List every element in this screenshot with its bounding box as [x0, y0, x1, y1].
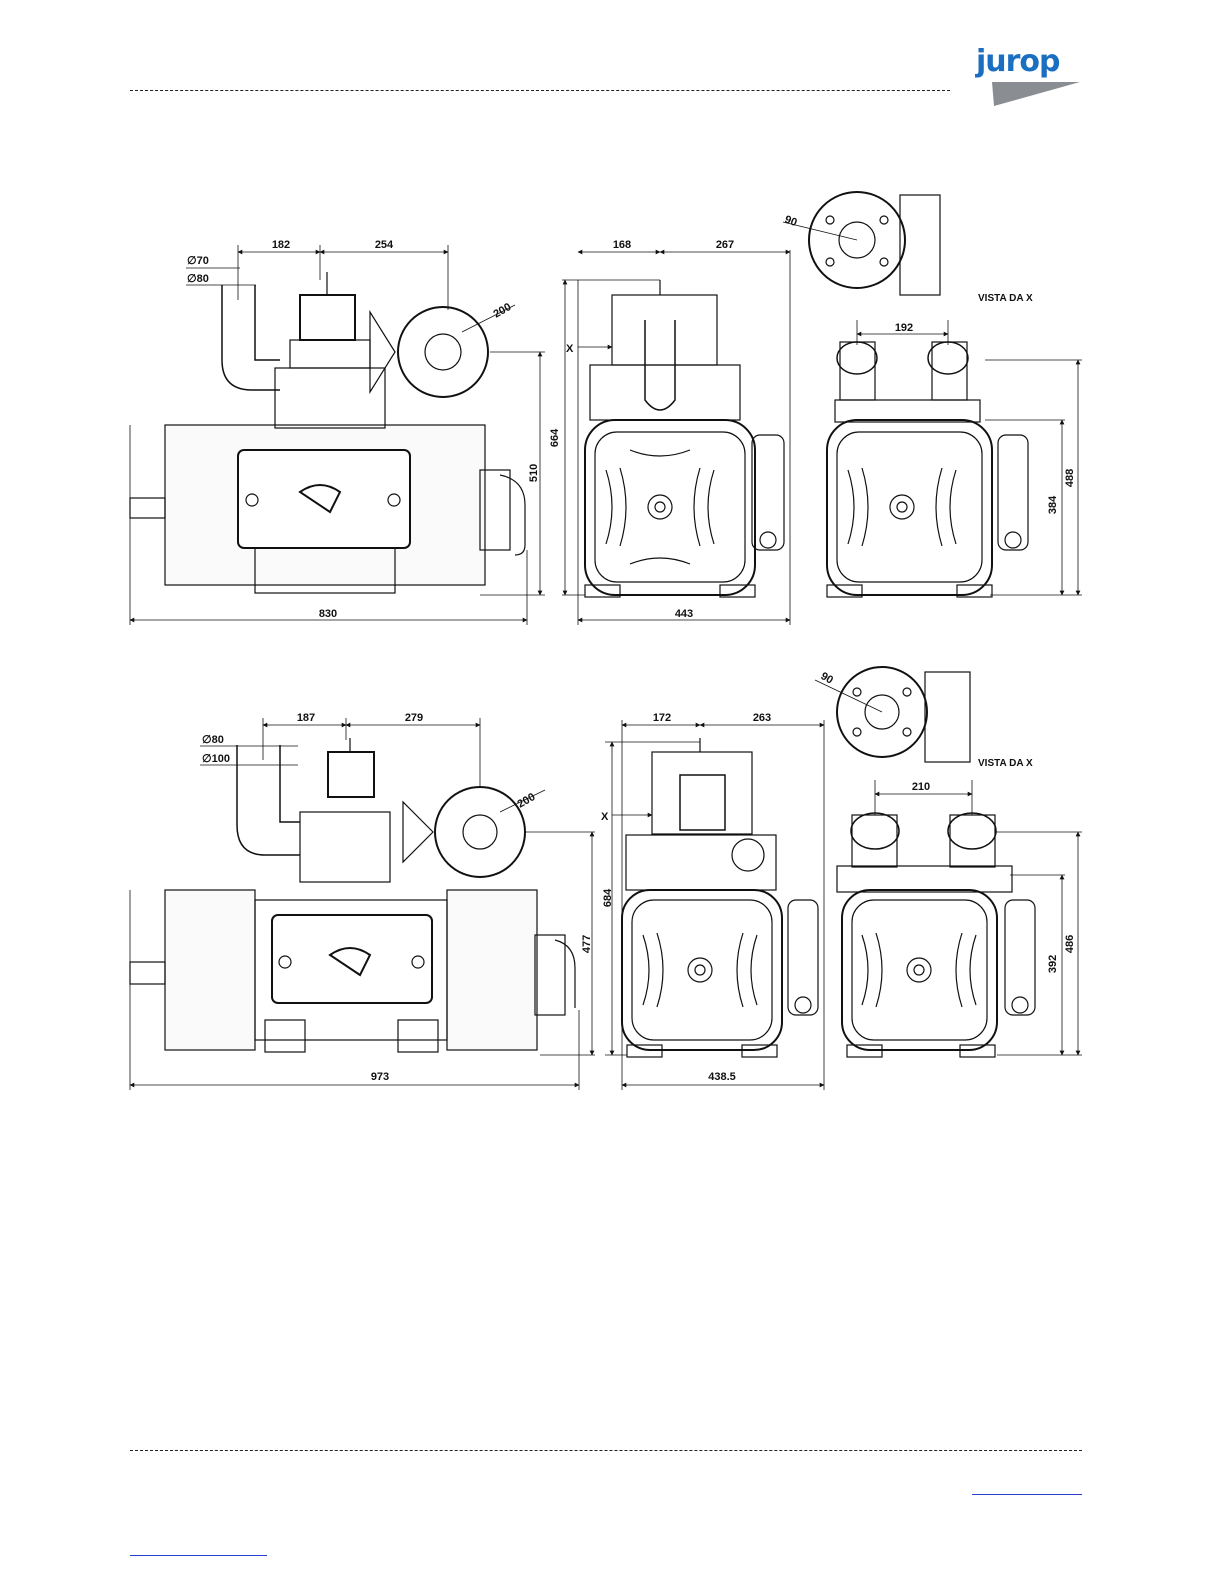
- top-side-dia-1: ∅70: [187, 255, 209, 267]
- top-side-flange: 200: [492, 301, 514, 321]
- footer-link-right[interactable]: [972, 1494, 1082, 1495]
- bottom-side-view: [130, 718, 595, 1090]
- top-rear-height-b: 488: [1064, 469, 1076, 487]
- top-side-dim-a: 182: [272, 239, 290, 251]
- bottom-side-flange: 200: [516, 791, 538, 811]
- bottom-side-dia-1: ∅80: [202, 734, 224, 746]
- top-side-view: [130, 245, 545, 625]
- top-viewx-angle: 90: [783, 214, 799, 229]
- bottom-front-width: 438.5: [708, 1071, 736, 1083]
- bottom-side-length: 973: [371, 1071, 389, 1083]
- bottom-front-marker: X: [601, 811, 609, 823]
- top-front-dim-b: 267: [716, 239, 734, 251]
- bottom-rear-spacing: 210: [912, 781, 930, 793]
- footer-rule: [130, 1450, 1082, 1451]
- bottom-side-dim-b: 279: [405, 712, 423, 724]
- top-rear-view: [827, 320, 1082, 597]
- top-side-dia-2: ∅80: [187, 273, 209, 285]
- top-front-height: 664: [549, 428, 561, 447]
- bottom-view-x: [815, 667, 970, 762]
- bottom-viewx-caption: VISTA DA X: [978, 758, 1033, 769]
- top-viewx-caption: VISTA DA X: [978, 293, 1033, 304]
- bottom-side-dia-2: ∅100: [202, 753, 230, 765]
- top-side-dim-b: 254: [375, 239, 394, 251]
- footer-link-left[interactable]: [130, 1555, 267, 1556]
- top-front-dim-a: 168: [613, 239, 631, 251]
- bottom-rear-height-a: 392: [1047, 955, 1059, 973]
- top-front-marker: X: [566, 343, 574, 355]
- top-rear-spacing: 192: [895, 322, 913, 334]
- top-side-height: 510: [528, 464, 540, 482]
- bottom-rear-view: [837, 780, 1082, 1057]
- top-rear-height-a: 384: [1047, 495, 1059, 514]
- bottom-side-dim-a: 187: [297, 712, 315, 724]
- bottom-viewx-angle: 90: [819, 670, 836, 687]
- top-front-view: [562, 250, 790, 625]
- bottom-front-height: 684: [602, 888, 614, 907]
- top-side-length: 830: [319, 608, 337, 620]
- bottom-front-view: [605, 720, 824, 1090]
- top-front-width: 443: [675, 608, 693, 620]
- bottom-side-height: 477: [581, 935, 593, 953]
- bottom-front-dim-a: 172: [653, 712, 671, 724]
- top-view-x: [783, 192, 940, 295]
- bottom-front-dim-b: 263: [753, 712, 771, 724]
- bottom-rear-height-b: 486: [1064, 935, 1076, 953]
